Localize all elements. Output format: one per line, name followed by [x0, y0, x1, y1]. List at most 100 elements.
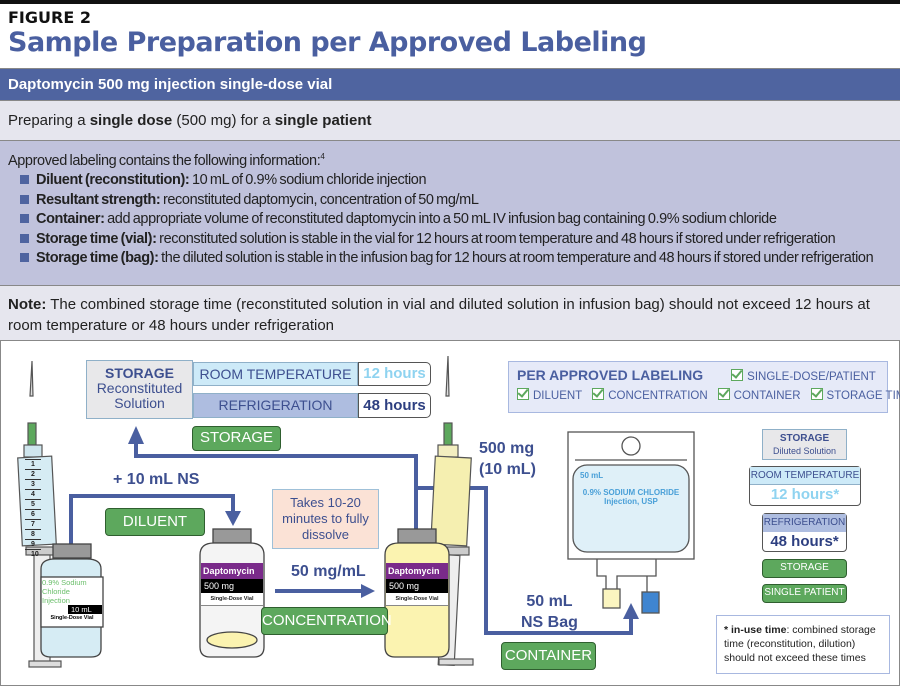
room-temp-time: 12 hours	[358, 362, 431, 386]
item-text: reconstituted solution is stable in the …	[156, 230, 836, 247]
item-label: Container:	[36, 211, 105, 228]
refrigeration-time: 48 hours	[358, 393, 431, 418]
storage-arrow-line	[134, 441, 418, 531]
dose-label: 500 mg (10 mL)	[479, 438, 536, 480]
item-label: Storage time (bag):	[36, 250, 159, 267]
text: (10 mL)	[479, 461, 536, 478]
single-patient-badge: SINGLE PATIENT	[762, 584, 847, 603]
top-rule	[0, 0, 900, 4]
vial-type: Single-Dose Vial	[50, 615, 94, 621]
room-temp-label: ROOM TEMPERATURE	[193, 362, 358, 386]
text: Diluted Solution	[772, 446, 837, 456]
diluent-arrow-line	[69, 494, 235, 556]
bold-text: single dose	[89, 112, 173, 129]
syringe-tick: 2	[25, 469, 41, 479]
storage-badge: STORAGE	[762, 559, 847, 578]
refrigeration-label: REFRIGERATION	[763, 514, 846, 532]
list-item: Resultant strength: reconstituted daptom…	[20, 191, 892, 211]
room-temp-label: ROOM TEMPERATURE	[750, 467, 860, 485]
note-row: Note: The combined storage time (reconst…	[0, 285, 900, 340]
list-item: Diluent (reconstitution): 10 mL of 0.9% …	[20, 171, 892, 191]
syringe-tick: 9	[25, 539, 41, 549]
checkbox-checked-icon	[810, 388, 823, 400]
footnote-ref: 4	[320, 152, 325, 161]
refrigeration-label: REFRIGERATION	[193, 393, 358, 418]
checklist-title: PER APPROVED LABELING	[517, 367, 704, 383]
preparing-row: Preparing a single dose (500 mg) for a s…	[0, 100, 900, 140]
checklist-item: CONTAINER	[733, 390, 801, 402]
vial-dose: 500 mg	[201, 579, 263, 593]
syringe-tick: 10	[25, 549, 41, 559]
bag-label: 50 mL 0.9% SODIUM CHLORIDE Injection, US…	[576, 471, 686, 506]
checkbox-checked-icon	[717, 388, 730, 400]
storage-badge: STORAGE	[192, 426, 281, 451]
vial-name: Daptomycin	[386, 563, 448, 579]
checkbox-checked-icon	[592, 388, 605, 400]
text: 500 mg	[479, 440, 535, 457]
text: Approved labeling contains the following…	[8, 152, 321, 169]
vial-dose: 500 mg	[386, 579, 448, 593]
dapto-vial-label: Daptomycin 500 mg Single-Dose Vial	[386, 563, 448, 606]
arrow-head-down	[225, 511, 241, 526]
storage-title: STORAGE	[779, 433, 830, 444]
refrigeration-box: REFRIGERATION 48 hours*	[762, 513, 847, 552]
arrow-head-up	[623, 603, 639, 619]
labeling-intro: Approved labeling contains the following…	[8, 147, 892, 171]
arrow-head-up	[128, 426, 144, 444]
note-text: The combined storage time (reconstituted…	[8, 296, 870, 334]
plus-ns-label: + 10 mL NS	[113, 471, 200, 488]
syringe-tick: 5	[25, 499, 41, 509]
diluent-badge: DILUENT	[105, 508, 205, 536]
item-label: Resultant strength:	[36, 191, 161, 208]
concentration-value: 50 mg/mL	[291, 563, 366, 580]
syringe-left	[17, 360, 62, 668]
text: Preparing a	[8, 112, 90, 129]
vial-volume: 10 mL	[68, 605, 102, 614]
bold-text: single patient	[274, 112, 372, 129]
storage-diluted-label: STORAGE Diluted Solution	[762, 429, 847, 460]
list-item: Container: add appropriate volume of rec…	[20, 210, 892, 230]
item-label: Diluent (reconstitution):	[36, 172, 190, 189]
text: (500 mg) for a	[172, 112, 275, 129]
figure-label: FIGURE 2	[8, 8, 91, 27]
checklist-item: STORAGE TIME	[826, 390, 900, 402]
product-row: Daptomycin 500 mg injection single-dose …	[0, 68, 900, 100]
room-temp-box: ROOM TEMPERATURE 12 hours*	[749, 466, 861, 506]
text: 0.9% Sodium	[42, 578, 87, 587]
dapto-vial-label: Daptomycin 500 mg Single-Dose Vial	[201, 563, 263, 606]
figure-title: Sample Preparation per Approved Labeling	[8, 27, 647, 58]
checklist-item: SINGLE-DOSE/PATIENT	[747, 371, 876, 383]
storage-title: STORAGE	[105, 365, 174, 381]
refrigeration-time: 48 hours*	[770, 533, 839, 550]
iv-bag	[567, 431, 695, 614]
item-text: 10 mL of 0.9% sodium chloride injection	[189, 172, 427, 189]
checkbox-checked-icon	[517, 388, 529, 400]
dissolve-note: Takes 10-20 minutes to fully dissolve	[272, 489, 379, 549]
labeling-row: Approved labeling contains the following…	[0, 140, 900, 285]
syringe-tick: 7	[25, 519, 41, 529]
text: Chloride	[42, 587, 70, 596]
checkbox-checked-icon	[731, 369, 744, 381]
list-item: Storage time (bag): the diluted solution…	[20, 249, 892, 269]
container-badge: CONTAINER	[501, 642, 596, 670]
syringe-tick: 1	[25, 459, 41, 469]
text: 50 mL	[526, 593, 573, 610]
checklist-box: PER APPROVED LABELING SINGLE-DOSE/PATIENT…	[508, 361, 900, 413]
item-text: reconstituted daptomycin, concentration …	[160, 191, 479, 208]
checklist-row: PER APPROVED LABELING SINGLE-DOSE/PATIENT	[517, 367, 879, 383]
syringe-tick: 3	[25, 479, 41, 489]
in-use-label: * in-use time	[724, 624, 787, 636]
arrow-head-right	[361, 584, 375, 598]
item-label: Storage time (vial):	[36, 230, 157, 247]
vial-type: Single-Dose Vial	[201, 593, 263, 606]
text: Reconstituted	[96, 380, 183, 396]
bag-name: 0.9% SODIUM CHLORIDE	[582, 488, 680, 497]
vial-name: Daptomycin	[201, 563, 263, 579]
syringe-tick: 4	[25, 489, 41, 499]
